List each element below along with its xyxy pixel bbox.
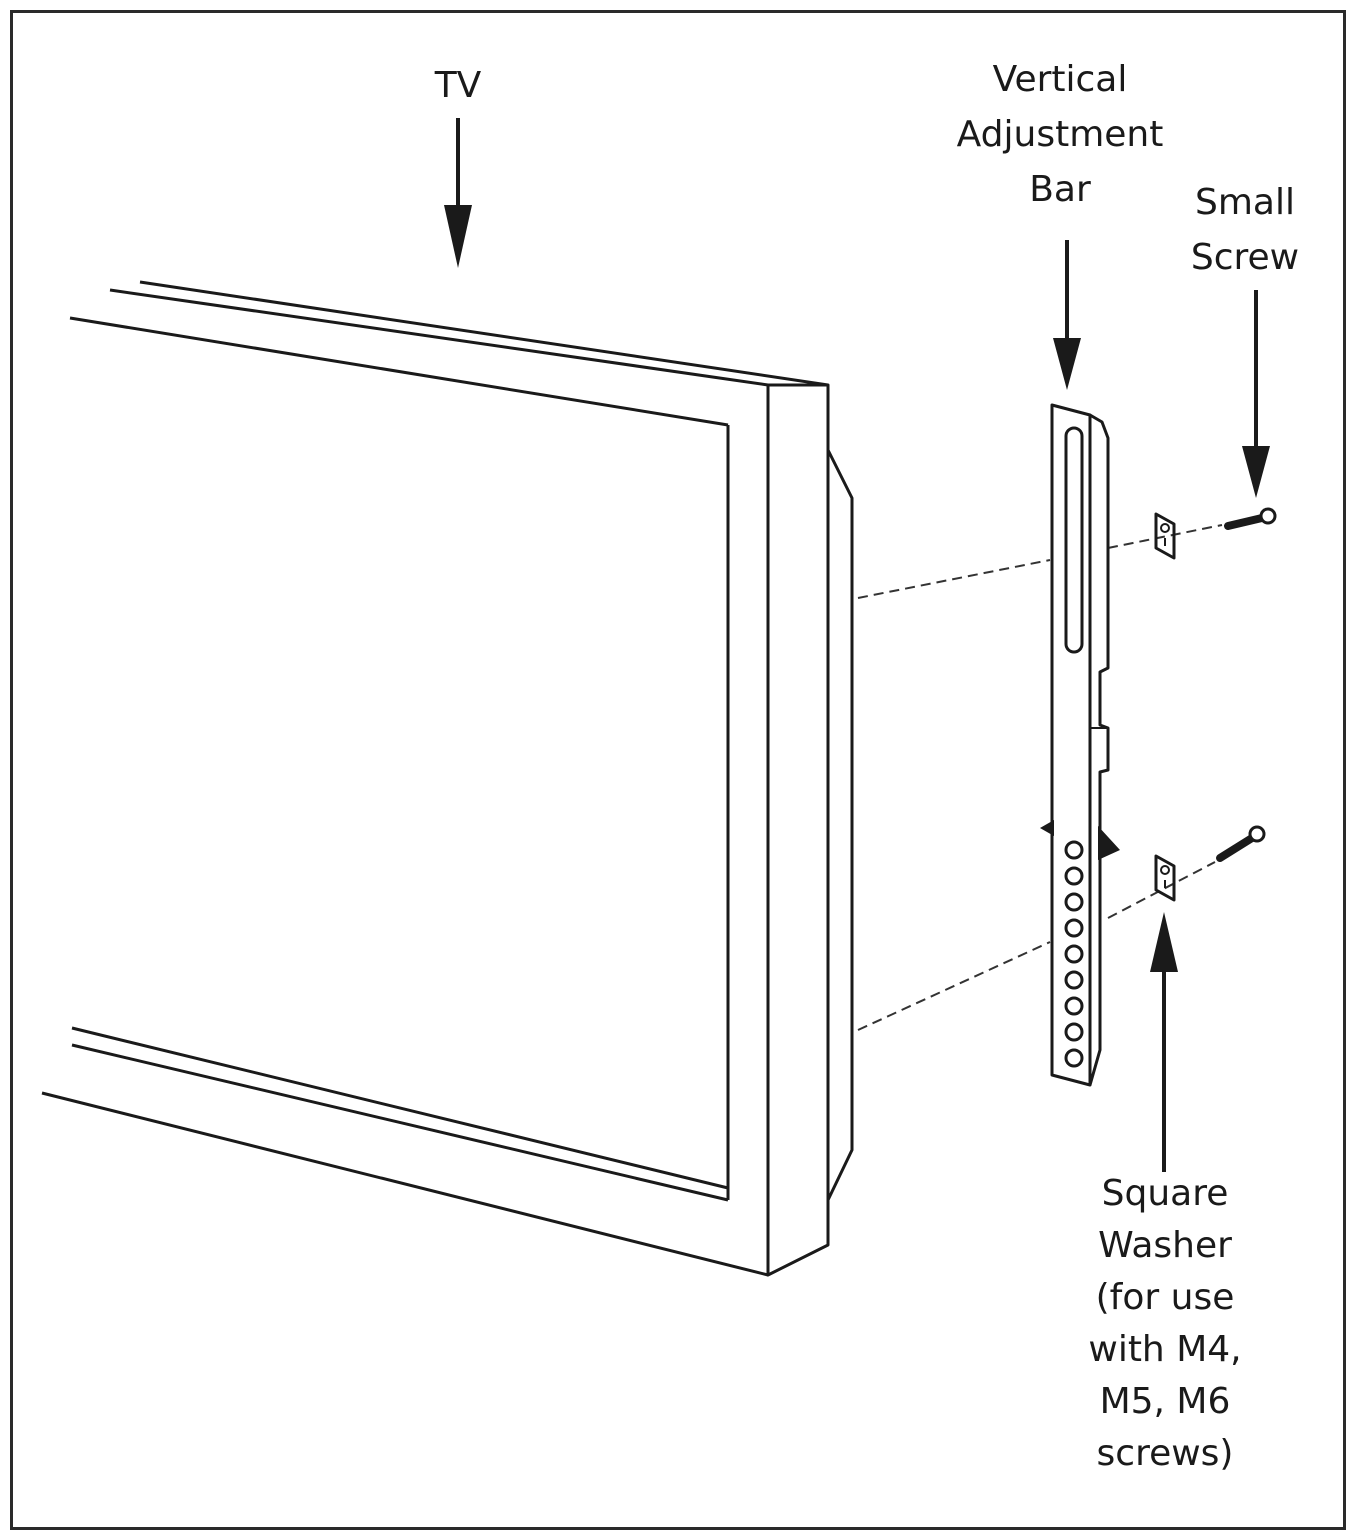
arrow-tv [444,118,472,268]
arrow-square-washer [1150,912,1178,1172]
bar-holes [1064,840,1084,1068]
label-square-washer: Square Washer (for use with M4, M5, M6 s… [1088,1173,1242,1474]
diagram-frame [10,10,1346,1530]
square-washer-bottom [1154,854,1176,902]
square-washer-top [1154,512,1176,560]
label-small-screw: Small Screw [1190,182,1300,278]
label-tv: TV [434,65,482,106]
arrow-small-screw [1242,290,1270,498]
vertical-adjustment-bar [1040,403,1120,1087]
arrow-vertical-bar [1053,240,1081,390]
label-vertical-adjustment-bar: Vertical Adjustment Bar [956,59,1164,210]
alignment-lines [857,524,1223,1031]
small-screw-bottom [1216,825,1266,862]
tv-illustration [41,280,854,1277]
small-screw-top [1224,507,1277,530]
